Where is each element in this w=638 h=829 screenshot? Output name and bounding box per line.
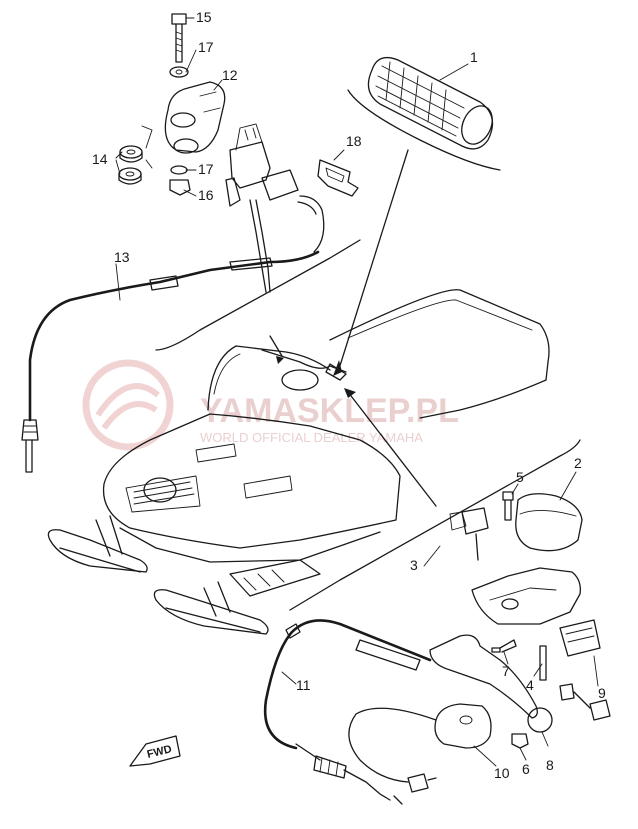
callout-5: 5: [516, 469, 524, 485]
callout-17-bottom: 17: [198, 161, 214, 177]
callout-15: 15: [196, 9, 212, 25]
throttle-cable-part-13: [21, 250, 320, 473]
callout-1: 1: [470, 49, 478, 65]
callout-17-top: 17: [198, 39, 214, 55]
callout-12: 12: [222, 67, 238, 83]
watermark-subtitle: WORLD OFFICIAL DEALER YAMAHA: [200, 430, 423, 445]
brake-cable-part-11: [263, 619, 432, 805]
callout-9: 9: [598, 685, 606, 701]
callout-2: 2: [574, 455, 582, 471]
watermark: YAMASKLEP.PL WORLD OFFICIAL DEALER YAMAH…: [82, 359, 459, 451]
snowmobile-illustration: [47, 289, 550, 635]
callout-4: 4: [526, 677, 534, 693]
callout-3: 3: [410, 557, 418, 573]
callout-13: 13: [114, 249, 130, 265]
callout-16: 16: [198, 187, 214, 203]
leader-lines: [115, 17, 599, 767]
fwd-direction-marker: FWD: [129, 735, 181, 767]
callout-18: 18: [346, 133, 362, 149]
clip-part-18: [317, 159, 359, 197]
group-brackets: [155, 149, 581, 611]
callout-14: 14: [92, 151, 108, 167]
callout-numbers: 15 17 12 14 17 16 18 1 13 2 5 3 4 7 9 8 …: [92, 9, 606, 781]
callout-11: 11: [296, 677, 311, 693]
bracket-assembly: [118, 13, 325, 293]
callout-7: 7: [502, 663, 510, 679]
watermark-title: YAMASKLEP.PL: [200, 392, 459, 430]
brake-lever-assembly: [348, 491, 611, 793]
grip-part-1: [347, 56, 501, 171]
fwd-label: FWD: [146, 743, 173, 761]
callout-10: 10: [494, 765, 510, 781]
callout-8: 8: [546, 757, 554, 773]
callout-6: 6: [522, 761, 530, 777]
